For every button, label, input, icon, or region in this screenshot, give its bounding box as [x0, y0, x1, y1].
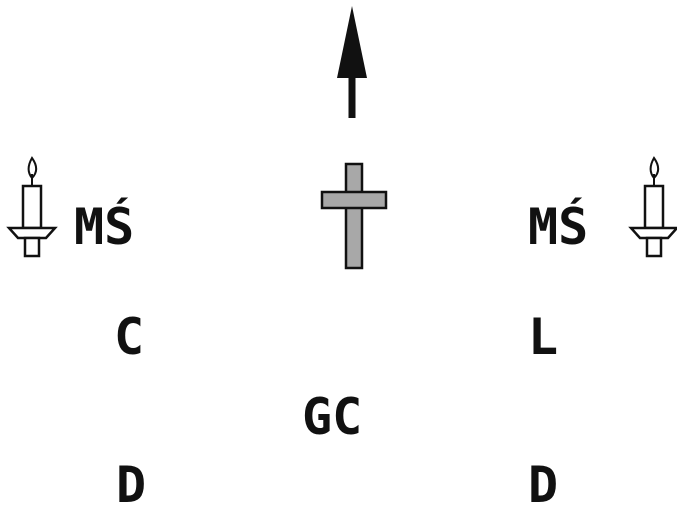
arrow-up-icon: [337, 6, 367, 118]
c-label: C: [114, 308, 145, 366]
cross-icon: [320, 162, 388, 270]
l-label: L: [528, 308, 559, 366]
candle-icon: [628, 156, 677, 258]
ms-label-left: MŚ: [74, 198, 135, 256]
ms-label-right: MŚ: [528, 198, 589, 256]
d-label-left: D: [116, 456, 147, 514]
d-label-right: D: [528, 456, 559, 514]
gc-label: GC: [302, 388, 363, 446]
candle-icon: [6, 156, 58, 258]
